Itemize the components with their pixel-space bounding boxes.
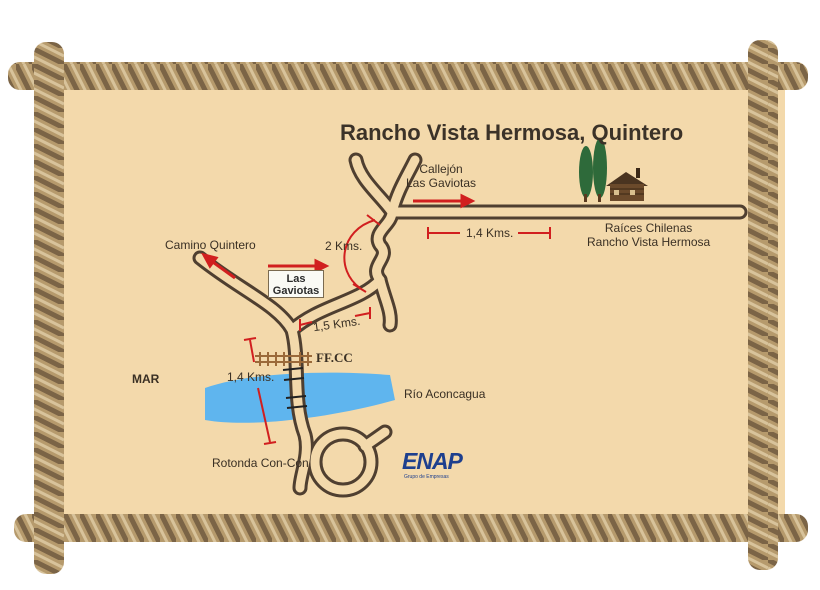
map-title: Rancho Vista Hermosa, Quintero: [340, 120, 684, 145]
rope-frame-icon: [8, 40, 808, 574]
enap-logo-subtitle: Grupo de Empresas: [404, 474, 449, 480]
enap-logo: ENAP: [402, 448, 463, 474]
label-rio-aconcagua: Río Aconcagua: [404, 387, 486, 401]
cabin-icon: [606, 168, 648, 201]
road-network: [192, 152, 748, 498]
label-ffcc: FF.CC: [316, 350, 353, 365]
label-mar: MAR: [132, 372, 160, 386]
bridge-marks: [282, 367, 308, 409]
label-2-kms: 2 Kms.: [325, 239, 363, 253]
direction-arrow-icon: [201, 193, 476, 280]
label-1-4-kms-south: 1,4 Kms.: [227, 370, 275, 384]
parchment-background: [40, 70, 785, 540]
sign-las-gaviotas: Las Gaviotas: [268, 270, 324, 298]
label-1-4-kms-east: 1,4 Kms.: [466, 226, 514, 240]
label-camino-quintero: Camino Quintero: [165, 238, 256, 252]
railway-track-icon: [255, 352, 312, 366]
label-raices-chilenas: Raíces Chilenas Rancho Vista Hermosa: [587, 221, 711, 249]
label-callejon: Callejón Las Gaviotas: [406, 162, 477, 190]
label-rotonda-con-con: Rotonda Con-Con: [212, 456, 309, 470]
distance-markers: [243, 214, 551, 445]
cypress-tree-icon: [579, 138, 607, 202]
